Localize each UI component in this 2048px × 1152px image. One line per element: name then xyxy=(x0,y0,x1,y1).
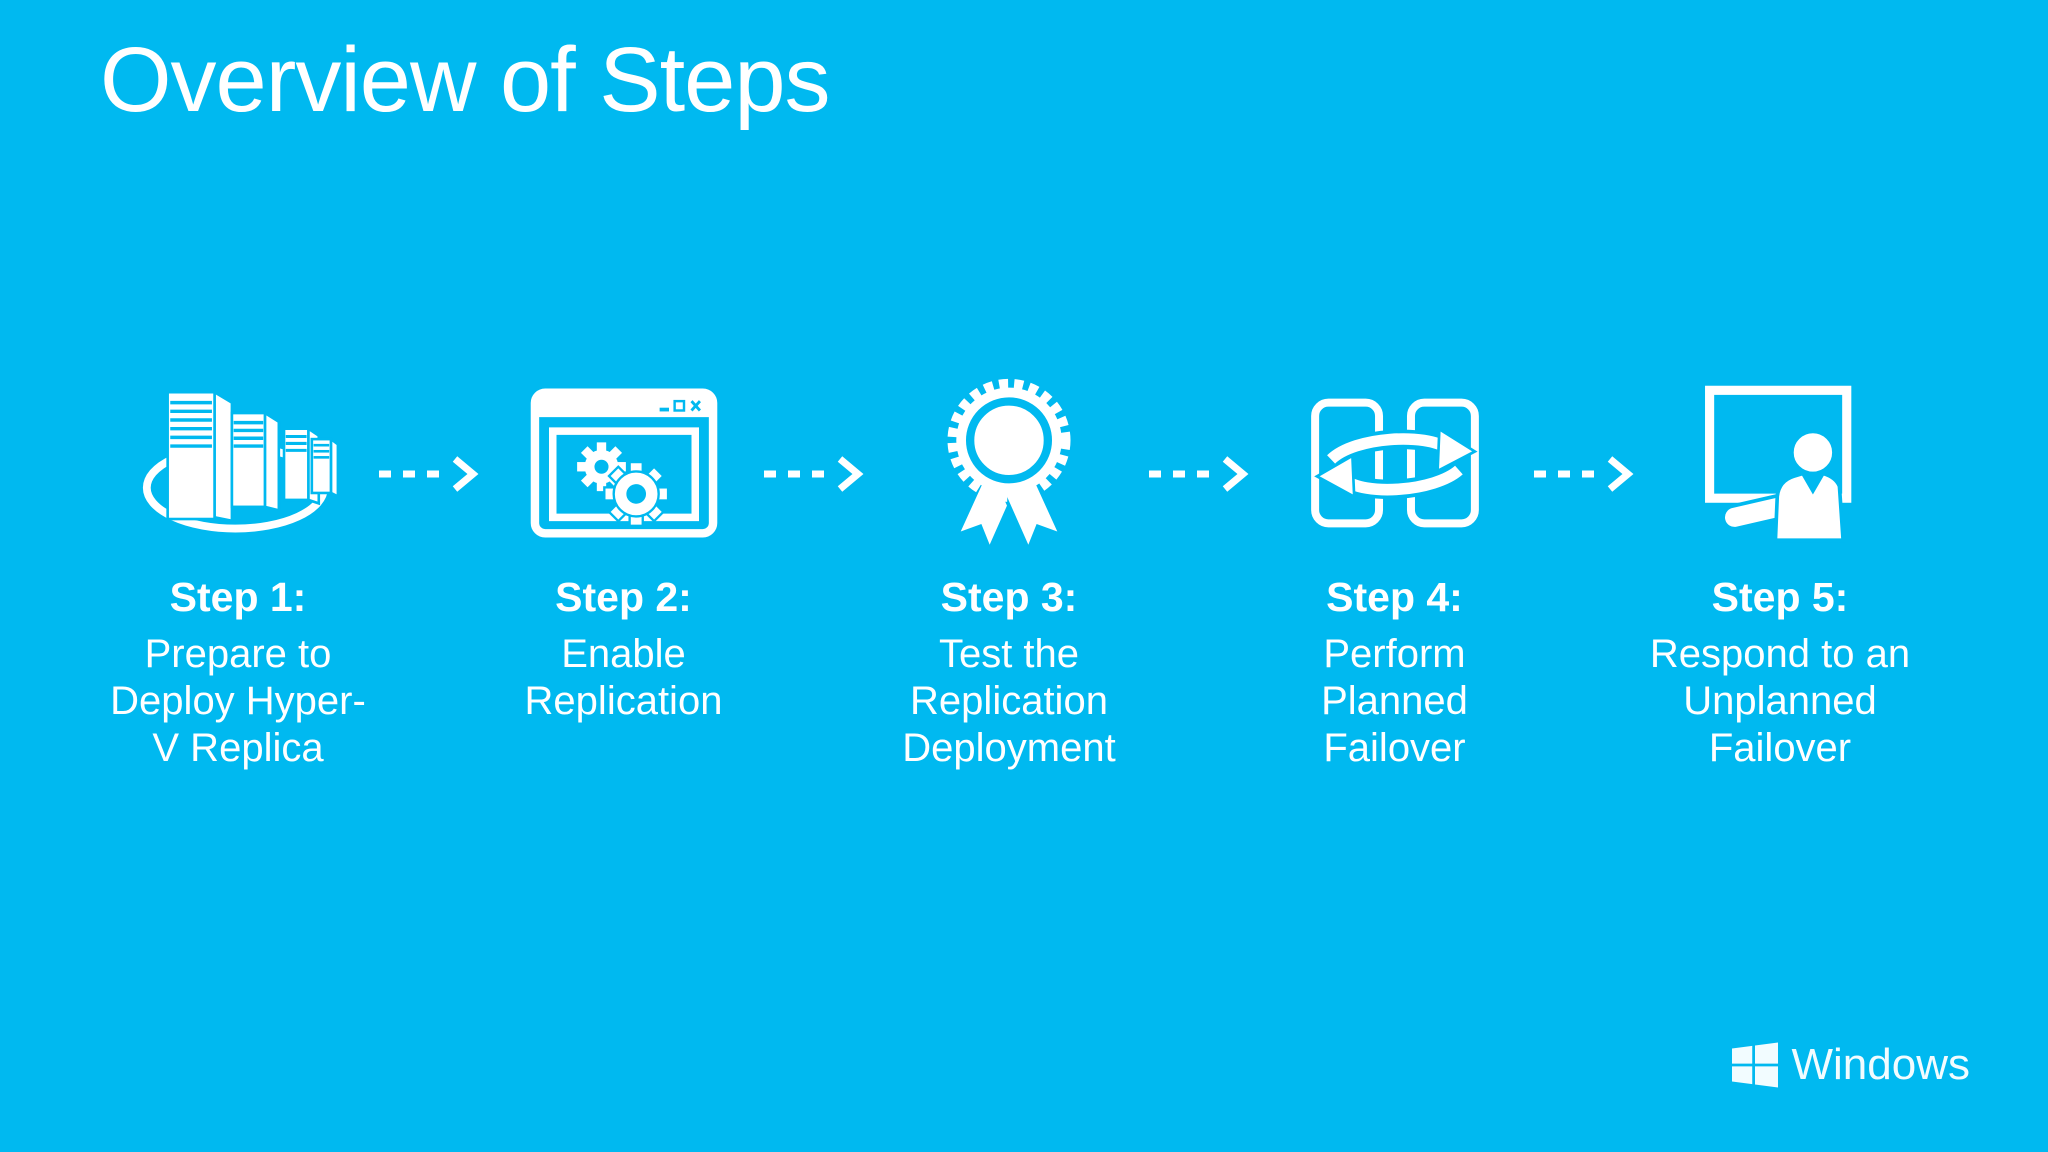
page-title: Overview of Steps xyxy=(100,29,831,131)
windows-branding: Windows xyxy=(1731,1040,1971,1090)
step-5: Step 5: Respond to an Unplanned Failover xyxy=(1640,378,1920,772)
step-4: Step 4: Perform Planned Failover xyxy=(1255,378,1535,772)
steps-flow: Step 1: Prepare to Deploy Hyper- V Repli… xyxy=(98,378,1920,772)
dashed-arrow-icon xyxy=(1534,456,1634,492)
award-ribbon-icon xyxy=(947,378,1071,555)
step-3-description: Test the Replication Deployment xyxy=(902,632,1116,770)
dashed-arrow-icon xyxy=(379,456,479,492)
step-5-label: Step 5: xyxy=(1711,574,1849,620)
settings-window-icon xyxy=(530,388,717,538)
step-1-label: Step 1: xyxy=(169,574,307,620)
step-3-label: Step 3: xyxy=(940,574,1078,620)
server-rack-icon xyxy=(142,389,340,533)
step-2-description: Enable Replication xyxy=(524,632,723,723)
step-1: Step 1: Prepare to Deploy Hyper- V Repli… xyxy=(98,378,378,772)
step-2: Step 2: Enable Replication xyxy=(484,378,764,772)
dashed-arrow-icon xyxy=(1149,456,1249,492)
step-4-label: Step 4: xyxy=(1326,574,1463,620)
presenter-monitor-icon xyxy=(1705,385,1852,543)
step-1-description: Prepare to Deploy Hyper- V Replica xyxy=(110,632,366,770)
dashed-arrow-icon xyxy=(764,456,864,492)
step-2-label: Step 2: xyxy=(555,574,692,620)
windows-logo-icon xyxy=(1731,1042,1778,1088)
step-4-description: Perform Planned Failover xyxy=(1321,632,1468,770)
step-3: Step 3: Test the Replication Deployment xyxy=(869,378,1149,772)
windows-wordmark: Windows xyxy=(1791,1040,1971,1089)
step-5-description: Respond to an Unplanned Failover xyxy=(1649,632,1911,770)
sync-failover-icon xyxy=(1310,398,1479,528)
